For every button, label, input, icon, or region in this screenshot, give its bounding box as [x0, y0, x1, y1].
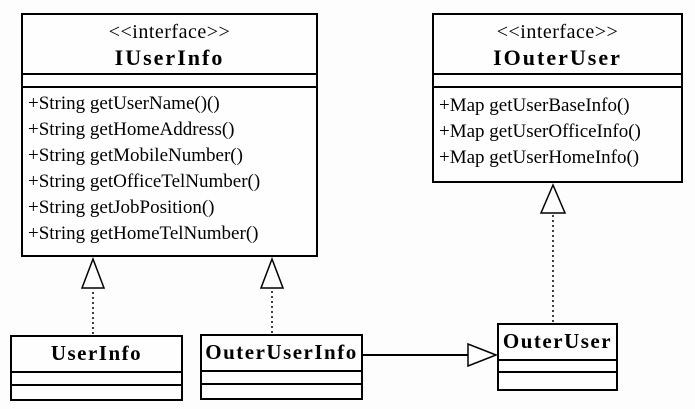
iouteruser-title-compartment: <<interface>> IOuterUser	[434, 15, 681, 73]
iouteruser-methods-compartment: +Map getUserBaseInfo() +Map getUserOffic…	[434, 86, 681, 181]
outeruser-methods-compartment	[499, 371, 616, 389]
generalization-outeruserinfo-to-outeruser	[361, 342, 499, 368]
iuserinfo-stereotype: <<interface>>	[108, 21, 231, 43]
method-getmobilenumber: +String getMobileNumber()	[28, 145, 243, 166]
outeruserinfo-attributes-compartment	[202, 370, 361, 383]
method-getofficetelnumber: +String getOfficeTelNumber()	[28, 171, 261, 192]
method-getuserofficeinfo: +Map getUserOfficeInfo()	[439, 121, 641, 142]
method-getusername: +String getUserName()()	[28, 93, 220, 114]
outeruser-attributes-compartment	[499, 359, 616, 371]
outeruserinfo-methods-compartment	[202, 383, 361, 398]
realization-outeruser-to-iouteruser	[539, 183, 567, 322]
iuserinfo-methods-compartment: +String getUserName()() +String getHomeA…	[23, 86, 316, 255]
hollow-triangle-head	[80, 256, 106, 289]
method-gethometelnumber: +String getHomeTelNumber()	[28, 223, 259, 244]
method-getjobposition: +String getJobPosition()	[28, 197, 215, 218]
iouteruser-name: IOuterUser	[493, 45, 622, 70]
iouteruser-attributes-compartment	[434, 73, 681, 86]
userinfo-methods-compartment	[12, 384, 181, 399]
outeruserinfo-name: OuterUserInfo	[205, 340, 358, 364]
method-gethomeaddress: +String getHomeAddress()	[28, 119, 235, 140]
iuserinfo-name: IUserInfo	[114, 45, 225, 70]
class-box-iouteruser: <<interface>> IOuterUser +Map getUserBas…	[432, 13, 683, 183]
method-getuserhomeinfo: +Map getUserHomeInfo()	[439, 147, 640, 168]
userinfo-attributes-compartment	[12, 371, 181, 384]
iuserinfo-attributes-compartment	[23, 73, 316, 86]
userinfo-name: UserInfo	[50, 341, 143, 365]
class-box-outeruser: OuterUser	[497, 323, 618, 391]
hollow-triangle-head	[539, 183, 567, 214]
iuserinfo-title-compartment: <<interface>> IUserInfo	[23, 15, 316, 73]
class-box-outeruserinfo: OuterUserInfo	[200, 334, 363, 400]
outeruser-name: OuterUser	[502, 329, 613, 353]
hollow-triangle-head	[259, 256, 285, 289]
realization-outeruserinfo-to-iuserinfo	[259, 256, 285, 333]
class-box-userinfo: UserInfo	[10, 335, 183, 401]
realization-userinfo-to-iuserinfo	[80, 256, 106, 334]
iouteruser-stereotype: <<interface>>	[496, 21, 619, 43]
hollow-triangle-head	[467, 342, 499, 368]
class-box-iuserinfo: <<interface>> IUserInfo +String getUserN…	[21, 13, 318, 257]
method-getuserbaseinfo: +Map getUserBaseInfo()	[439, 95, 630, 116]
